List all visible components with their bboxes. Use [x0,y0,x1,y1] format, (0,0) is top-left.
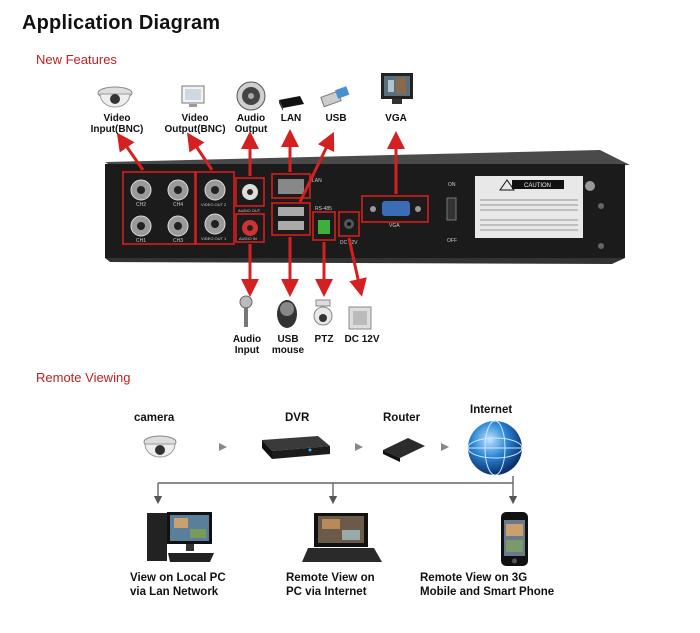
mouse-icon [277,300,297,328]
label-usb: USB [325,113,347,124]
vga-monitor-icon [381,73,413,104]
panel-ch3-label: CH3 [173,238,183,244]
label-mobile-line2: Mobile and Smart Phone [420,586,555,598]
panel-ch1-label: CH1 [136,238,146,244]
lan-device-icon [279,96,304,111]
label-internet: Internet [470,404,513,416]
bottom-arrows [241,237,367,297]
dvr-icon [262,436,330,459]
usb-icon [320,86,350,108]
top-arrows [116,129,405,203]
desktop-pc-icon [147,512,214,562]
section-new-features: New Features [36,52,117,67]
power-adapter-icon [348,306,372,330]
panel-caution-label: CAUTION [524,183,551,189]
label-remote-pc-line2: PC via Internet [286,586,367,598]
monitor-icon [181,85,205,107]
label-vga: VGA [385,113,407,124]
panel-video-out2-label: VIDEO OUT 2 [201,202,227,207]
label-mobile: Remote View on 3G Mobile and Smart Phone [420,571,554,599]
label-local-pc: View on Local PC via Lan Network [130,571,226,599]
label-mobile-line1: Remote View on 3G [420,572,528,584]
globe-icon [467,420,523,476]
ptz-camera-icon [313,299,333,326]
dvr-back-panel [105,150,630,264]
panel-audio-out-label: AUDIO OUT [238,208,261,213]
remote-camera-icon [143,435,177,458]
panel-off-label: OFF [447,238,457,244]
panel-audio-in-label: AUDIO IN [239,236,257,241]
panel-on-label: ON [448,182,456,188]
panel-video-out1-label: VIDEO OUT 1 [201,236,227,241]
label-remote-pc: Remote View on PC via Internet [286,571,375,599]
flow-arrows [219,443,449,451]
panel-ch2-label: CH2 [136,202,146,208]
speaker-icon [236,81,266,111]
label-local-pc-line1: View on Local PC [130,572,226,584]
panel-vga-label: VGA [389,223,400,229]
label-remote-pc-line1: Remote View on [286,572,375,584]
microphone-icon [239,295,253,327]
label-ptz: PTZ [314,334,334,345]
panel-rs485-label: RS-485 [315,206,332,212]
page-title: Application Diagram [22,12,221,34]
label-audio-input: Audio Input [232,334,262,356]
label-dvr: DVR [285,412,310,424]
panel-ch4-label: CH4 [173,202,183,208]
label-usb-mouse: USB mouse [271,334,305,356]
label-lan: LAN [280,113,302,124]
label-camera: camera [134,412,175,424]
section-remote-viewing: Remote Viewing [36,370,131,385]
label-video-output: Video Output(BNC) [164,113,226,135]
label-dc12v: DC 12V [344,334,380,345]
label-local-pc-line2: via Lan Network [130,586,219,598]
distribution-lines [153,476,518,505]
laptop-icon [302,513,382,562]
label-video-input: Video Input(BNC) [90,113,144,135]
label-audio-output: Audio Output [234,113,268,135]
label-router: Router [383,412,421,424]
panel-lan-label: LAN [312,178,322,184]
dome-camera-icon [97,86,133,108]
smartphone-icon [501,512,528,566]
router-icon [383,438,425,462]
